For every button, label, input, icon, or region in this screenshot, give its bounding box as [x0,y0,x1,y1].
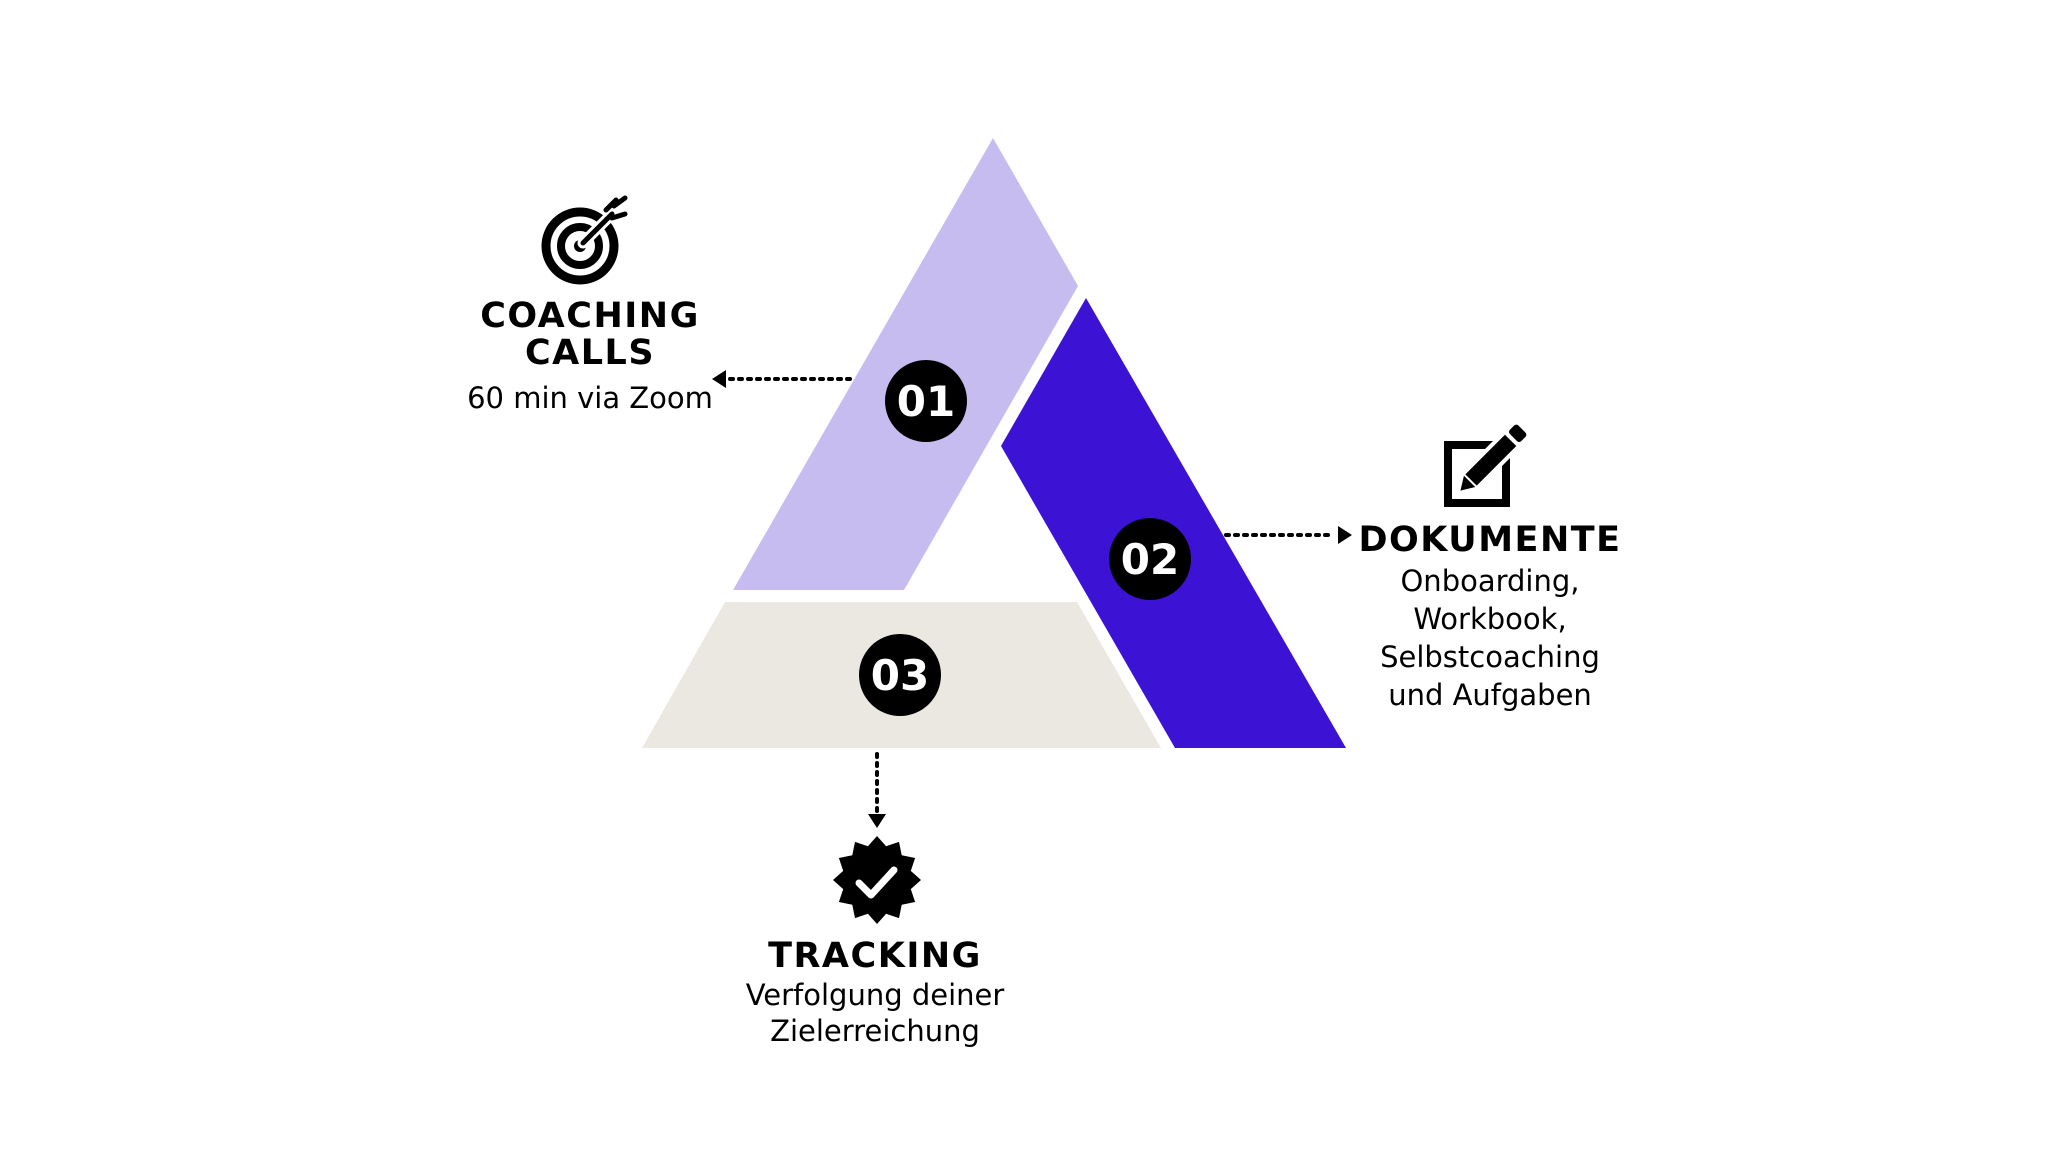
verified-badge-icon [833,836,921,924]
badge-02: 02 [1109,518,1191,600]
tracking-label: TRACKING Verfolgung deiner Zielerreichun… [710,936,1040,1048]
coaching-calls-title-line-2: CALLS [524,333,656,373]
connector-03 [868,752,886,828]
dokumente-label: DOKUMENTE Onboarding, Workbook, Selbstco… [1325,520,1655,712]
dokumente-description-line-4: und Aufgaben [1388,678,1592,712]
segment-01 [733,138,1078,590]
dokumente-title: DOKUMENTE [1358,520,1622,560]
arrow-left-icon [712,370,726,388]
target-icon [541,195,628,285]
coaching-calls-description: 60 min via Zoom [467,381,713,415]
segment-02 [1001,298,1346,748]
coaching-calls-label: COACHING CALLS 60 min via Zoom [440,296,740,415]
coaching-calls-title-line-1: COACHING [480,296,700,336]
arrow-right-icon [1338,526,1352,544]
badge-03-label: 03 [871,651,929,700]
tracking-description-line-2: Zielerreichung [770,1014,980,1048]
badge-01-label: 01 [897,377,955,426]
dokumente-description-line-2: Workbook, [1413,602,1567,636]
arrow-down-icon [868,814,886,828]
tracking-description-line-1: Verfolgung deiner [745,978,1005,1012]
dokumente-description-line-1: Onboarding, [1400,564,1580,598]
tracking-title: TRACKING [768,936,982,976]
dokumente-description-line-3: Selbstcoaching [1380,640,1600,674]
connector-01 [712,370,852,388]
badge-03: 03 [859,634,941,716]
badge-02-label: 02 [1121,535,1179,584]
edit-document-icon [1444,424,1527,507]
badge-01: 01 [885,360,967,442]
connector-02 [1224,526,1352,544]
